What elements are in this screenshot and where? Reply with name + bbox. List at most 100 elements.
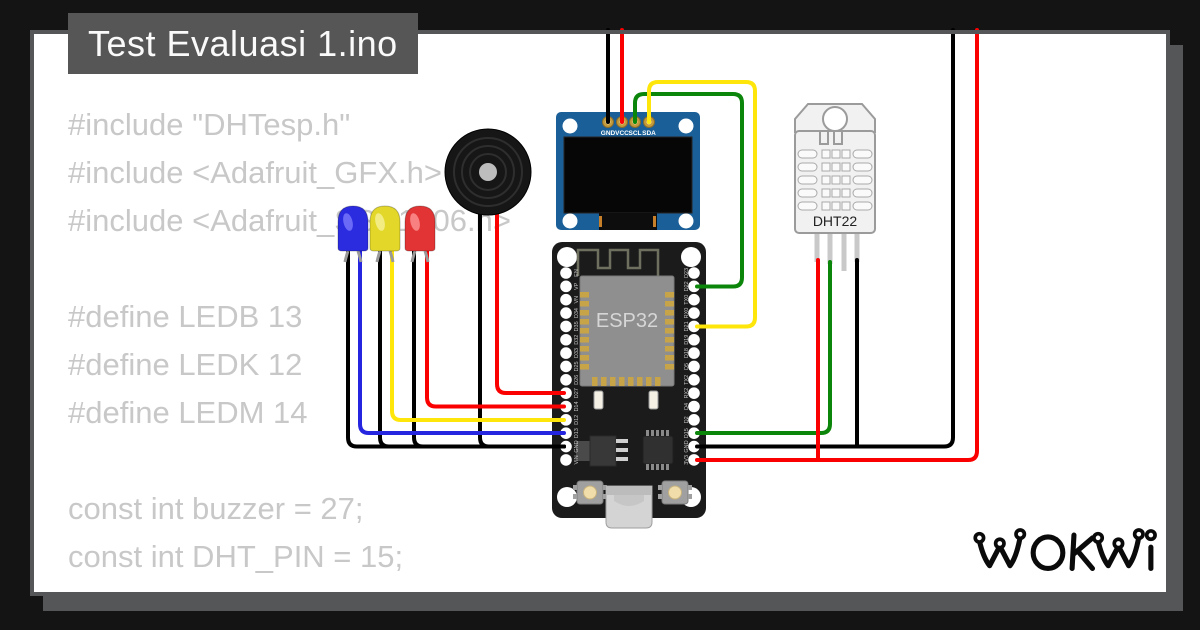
esp32-pin-label: RX2 — [684, 388, 690, 399]
dht-slot — [841, 175, 851, 185]
wires-layer — [346, 28, 979, 462]
esp32-pin-label: D21 — [684, 321, 690, 331]
code-line: #define LEDK 12 — [68, 347, 303, 382]
esp32-pin-left — [560, 360, 572, 373]
led-highlight — [410, 213, 420, 231]
esp32-antenna — [576, 248, 660, 276]
dht-slot — [831, 201, 841, 211]
micro-usb-port — [605, 485, 653, 529]
esp32-pin-left — [560, 454, 572, 466]
led-leg — [410, 250, 417, 263]
code-line: #define LEDB 13 — [68, 299, 303, 334]
regulator-leg — [616, 439, 628, 443]
module-pad — [665, 346, 674, 352]
canvas-border — [30, 30, 1170, 596]
module-pad — [665, 364, 674, 370]
esp32-pin-right — [688, 347, 700, 359]
led-highlight — [343, 213, 353, 231]
esp32-pin-label: VN — [574, 296, 580, 304]
esp32-pin-label: D22 — [684, 281, 690, 291]
chip-pin — [646, 464, 649, 470]
led-leg — [356, 250, 363, 263]
module-pad — [580, 328, 589, 334]
dht-slot — [797, 201, 818, 211]
esp32-pin-label: D32 — [574, 335, 580, 345]
esp32-board: ESP32 — [552, 242, 706, 529]
module-pad — [628, 377, 634, 386]
module-pad — [580, 301, 589, 307]
esp32-pin-label: D23 — [684, 268, 690, 278]
dht-slot — [797, 149, 818, 159]
wire-oled-sda-to-d21 — [647, 80, 757, 329]
module-pad — [665, 292, 674, 298]
buzzer — [444, 128, 532, 216]
dht22-grille — [797, 149, 873, 211]
module-pad — [580, 346, 589, 352]
esp32-pin-right — [688, 293, 700, 306]
esp32-pin-label: D14 — [574, 401, 580, 411]
esp32-pin-left — [560, 320, 572, 333]
components-layer: DHT22 — [337, 103, 876, 263]
dht-slot — [841, 188, 851, 198]
dht-slot — [831, 149, 841, 159]
dht-slot — [852, 201, 873, 211]
dht22-label: DHT22 — [813, 213, 858, 229]
esp32-pin-label: EN — [574, 269, 580, 277]
dht-slot — [821, 149, 831, 159]
oled-pin-label: SDA — [642, 130, 656, 137]
dht-slot — [797, 188, 818, 198]
esp32-pin-label: D25 — [574, 361, 580, 371]
dht-slot — [841, 201, 851, 211]
module-pad — [655, 377, 661, 386]
esp32-pin-right — [688, 307, 700, 319]
dht22-legs — [814, 233, 860, 271]
oled-connector-pad — [653, 216, 656, 227]
dht-slot — [821, 162, 831, 172]
wire-led-blue-to-d13 — [358, 248, 566, 435]
chip-pin — [666, 430, 669, 436]
dht-slot — [852, 175, 873, 185]
led-leg — [388, 250, 395, 263]
oled-pin-label: SCL — [629, 130, 642, 137]
module-pad — [665, 310, 674, 316]
led-leg — [375, 250, 382, 263]
esp32-chip-label: ESP32 — [596, 310, 658, 332]
esp32-pin-left — [560, 427, 572, 440]
esp32-pin-label: D15 — [684, 428, 690, 438]
esp32-capacitor — [648, 390, 659, 410]
oled-pin-label: GND — [601, 130, 616, 137]
dht-slot — [852, 149, 873, 159]
esp32-pin-right — [688, 414, 700, 426]
dht22-vent — [819, 132, 843, 145]
module-pad — [580, 364, 589, 370]
wire-led-red-cathode — [412, 248, 566, 449]
esp32-capacitor — [593, 390, 604, 410]
esp32-module-pads — [580, 292, 674, 386]
esp32-pin-label: VP — [574, 282, 580, 290]
esp32-hole — [557, 247, 577, 267]
code-line: #include "DHTesp.h" — [68, 107, 351, 142]
boot-button — [658, 480, 692, 505]
esp32-pin-left — [560, 307, 572, 319]
esp32-pin-label: D19 — [684, 335, 690, 345]
dht-slot — [831, 175, 841, 185]
esp32-pin-right — [688, 267, 700, 279]
wire-3v3-rail-right — [695, 28, 979, 462]
esp32-pin-left — [560, 440, 572, 453]
oled-connector — [599, 213, 657, 230]
module-pad — [665, 301, 674, 307]
chip-pin — [661, 464, 664, 470]
module-pad — [665, 328, 674, 334]
wire-oled-scl-to-d22 — [633, 92, 744, 289]
chip-pin — [661, 430, 664, 436]
esp32-pin-label: D33 — [574, 348, 580, 358]
module-pad — [665, 355, 674, 361]
esp32-pin-right — [688, 454, 700, 466]
esp32-hole — [557, 487, 577, 507]
esp32-pin-right — [688, 280, 700, 293]
module-pad — [580, 319, 589, 325]
led-highlight — [375, 213, 385, 231]
module-pad — [637, 377, 643, 386]
